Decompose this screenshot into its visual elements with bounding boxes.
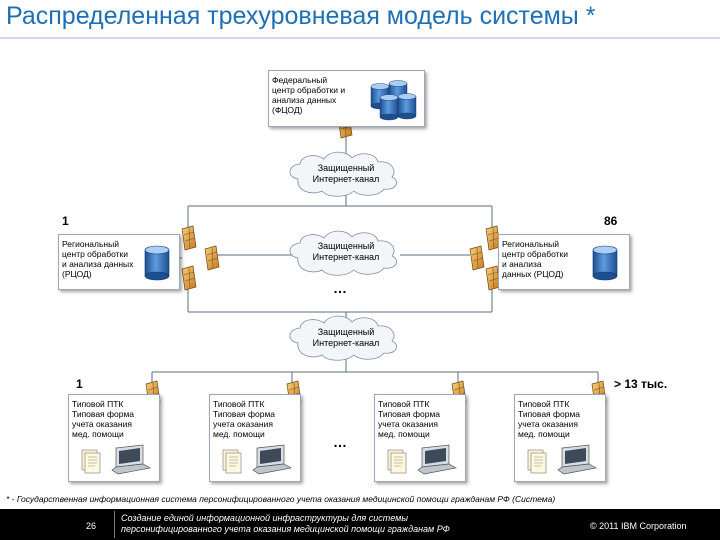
- ptk-workstation-icon: [387, 444, 457, 475]
- copyright: © 2011 IBM Corporation: [590, 521, 687, 531]
- ptk-label-2: Типовой ПТК Типовая форма учета оказания…: [213, 399, 276, 439]
- regional-count-first: 1: [62, 214, 69, 228]
- cloud-top-label: Защищенный Интернет-канал: [312, 163, 380, 184]
- ptk-workstation-icon: [527, 444, 597, 475]
- ptk-label-4: Типовой ПТК Типовая форма учета оказания…: [518, 399, 581, 439]
- firewall-icon: [204, 245, 220, 271]
- firewall-icon: [469, 245, 485, 271]
- ptk-count-last: > 13 тыс.: [614, 377, 668, 391]
- firewall-icon: [181, 225, 197, 251]
- footer-title: Создание единой информационной инфрастру…: [121, 513, 450, 534]
- page-number: 26: [86, 521, 97, 531]
- federal-center-label: Федеральный центр обработки и анализа да…: [272, 75, 346, 115]
- footer-divider: [114, 511, 115, 538]
- cloud-middle-label: Защищенный Интернет-канал: [312, 241, 380, 262]
- ptk-label-1: Типовой ПТК Типовая форма учета оказания…: [72, 399, 135, 439]
- regional-center-label-right: Региональный центр обработки и анализа д…: [502, 239, 568, 279]
- cloud-bottom-label: Защищенный Интернет-канал: [312, 327, 380, 348]
- regional-center-label-left: Региональный центр обработки и анализа д…: [62, 239, 134, 279]
- firewall-icon: [181, 265, 197, 291]
- footnote: * - Государственная информационная систе…: [6, 494, 556, 504]
- database-icon: [592, 245, 618, 281]
- title-rule: [0, 37, 720, 39]
- regional-count-last: 86: [604, 214, 618, 228]
- architecture-diagram: [145, 113, 607, 406]
- database-icon: [144, 245, 170, 281]
- ptk-label-3: Типовой ПТК Типовая форма учета оказания…: [378, 399, 441, 439]
- slide-footer: [0, 509, 720, 540]
- ptk-workstation-icon: [81, 444, 151, 475]
- slide-title: Распределенная трехуровневая модель сист…: [6, 2, 596, 30]
- ptk-workstation-icon: [222, 444, 292, 475]
- database-cluster-icon: [370, 80, 417, 121]
- regional-ellipsis: …: [333, 280, 347, 296]
- connection-lines: [151, 127, 599, 390]
- ptk-ellipsis: …: [333, 434, 347, 450]
- ptk-count-first: 1: [76, 377, 83, 391]
